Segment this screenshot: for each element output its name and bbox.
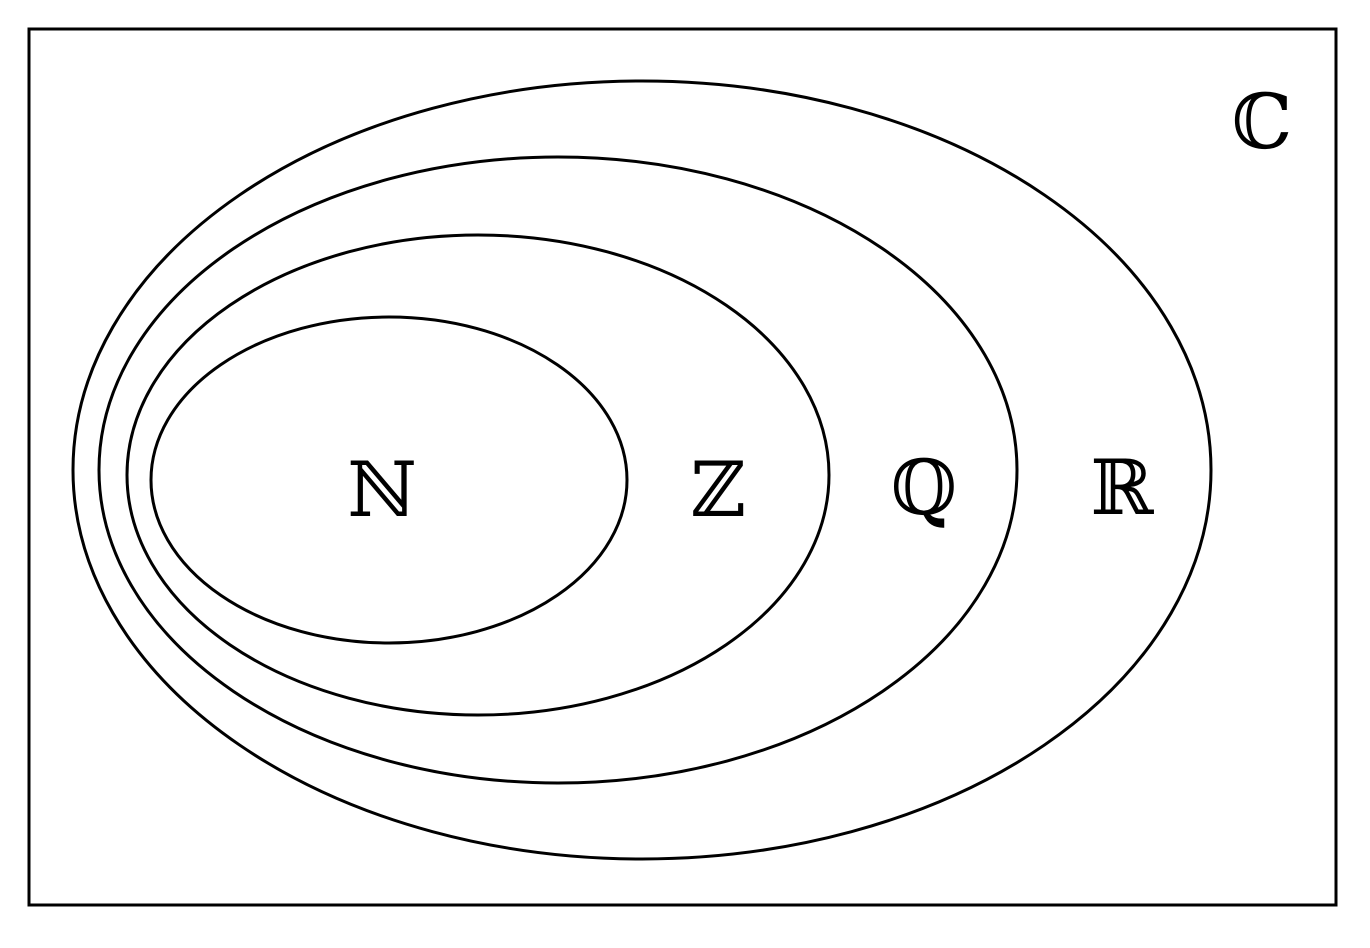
set-natural-ellipse <box>149 315 629 645</box>
label-natural: ℕ <box>347 445 416 534</box>
universe-complex-box <box>27 27 1338 907</box>
set-integer-ellipse <box>125 233 831 717</box>
label-real: ℝ <box>1090 443 1154 532</box>
label-integer: ℤ <box>690 445 745 534</box>
set-real-ellipse <box>71 79 1213 861</box>
set-rational-ellipse <box>97 155 1019 785</box>
label-complex: ℂ <box>1232 77 1293 166</box>
label-rational: ℚ <box>891 443 957 532</box>
